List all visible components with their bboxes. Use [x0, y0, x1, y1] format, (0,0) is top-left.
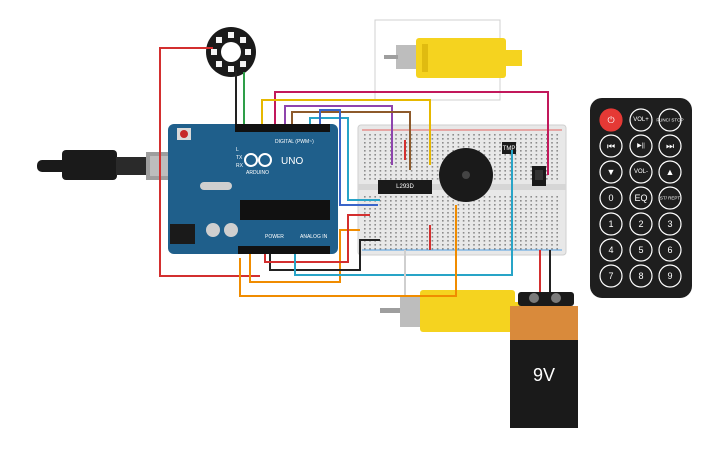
wire-red-2 — [264, 214, 370, 263]
remote-button-power[interactable]: ⏻ — [599, 108, 623, 132]
remote-button-label: 1 — [608, 219, 613, 229]
sensor-label: TMP — [503, 146, 516, 152]
wire-red — [159, 47, 260, 277]
remote-button-one[interactable]: 1 — [599, 212, 623, 236]
remote-button-down[interactable]: ▼ — [599, 160, 623, 184]
remote-button-rewind[interactable]: ⏮ — [599, 134, 623, 158]
remote-button-up[interactable]: ▲ — [658, 160, 682, 184]
usb-cable — [37, 150, 174, 180]
remote-button-label: 8 — [638, 271, 643, 281]
ir-remote: ⏻ VOL+ FUNC/ STOP ⏮ ▶|| ⏭ ▼ VOL- ▲ 0 EQ ST/ REPT 1 2 3… — [590, 98, 692, 298]
remote-button-label: ⏭ — [666, 141, 674, 151]
remote-button-label: VOL- — [634, 169, 648, 175]
remote-button-vol-up[interactable]: VOL+ — [629, 108, 653, 132]
remote-buttons: ⏻ VOL+ FUNC/ STOP ⏮ ▶|| ⏭ ▼ VOL- ▲ 0 EQ ST/ REPT 1 2 3… — [599, 108, 684, 288]
remote-button-zero[interactable]: 0 — [599, 186, 623, 210]
dc-motor-top — [374, 19, 522, 101]
remote-button-label: 2 — [638, 219, 643, 229]
wire-blue — [319, 109, 378, 206]
analog-pins-label: ANALOG IN — [300, 234, 328, 240]
remote-button-seven[interactable]: 7 — [599, 264, 623, 288]
remote-button-label: ⏮ — [607, 141, 615, 151]
arduino-brand-text: ARDUINO — [246, 170, 269, 176]
l-led-label: L — [236, 147, 239, 153]
remote-button-vol-down[interactable]: VOL- — [629, 160, 653, 184]
neopixel-led — [228, 32, 234, 38]
remote-button-label: ▶|| — [637, 143, 645, 149]
remote-button-st-rept[interactable]: ST/ REPT — [658, 186, 682, 210]
wire-yellow — [261, 99, 431, 165]
digital-pins-label: DIGITAL (PWM~) — [275, 139, 314, 145]
remote-button-label: 6 — [667, 245, 672, 255]
remote-button-label: VOL+ — [633, 117, 649, 123]
remote-button-five[interactable]: 5 — [629, 238, 653, 262]
wire-magenta — [274, 91, 549, 175]
ir-receiver — [532, 166, 546, 186]
remote-button-three[interactable]: 3 — [658, 212, 682, 236]
atmega-chip — [240, 200, 330, 220]
remote-button-label: ▼ — [607, 167, 616, 177]
wire-purple — [284, 105, 393, 165]
remote-button-label: EQ — [634, 193, 647, 203]
remote-button-two[interactable]: 2 — [629, 212, 653, 236]
driver-chip-label: L293D — [396, 184, 414, 190]
neopixel-led — [215, 36, 222, 43]
rx-label: RX — [236, 163, 244, 169]
remote-button-label: 7 — [608, 271, 613, 281]
remote-button-play-pause[interactable]: ▶|| — [629, 134, 653, 158]
neopixel-ring — [206, 27, 256, 77]
wire-orange — [249, 229, 360, 283]
remote-button-label: 3 — [667, 219, 672, 229]
remote-button-four[interactable]: 4 — [599, 238, 623, 262]
temperature-sensor: TMP — [502, 142, 516, 154]
neopixel-led — [245, 49, 251, 55]
wire-orange-2 — [239, 205, 457, 297]
remote-button-nine[interactable]: 9 — [658, 264, 682, 288]
remote-button-label: ST/ REPT — [660, 196, 681, 201]
remote-button-label: FUNC/ STOP — [656, 118, 683, 123]
arduino-uno-board: UNO ARDUINO DIGITAL (PWM~) POWER ANALOG … — [168, 124, 338, 254]
l293d-motor-driver: L293D — [378, 180, 432, 194]
power-jack — [170, 224, 195, 244]
remote-button-label: 4 — [608, 245, 613, 255]
arduino-logo-icon — [244, 153, 272, 167]
remote-button-eight[interactable]: 8 — [629, 264, 653, 288]
wire-cyan-2 — [294, 150, 513, 276]
power-pins-label: POWER — [265, 234, 284, 240]
neopixel-led — [240, 61, 247, 68]
piezo-buzzer — [439, 148, 493, 202]
remote-button-label: 9 — [667, 271, 672, 281]
remote-button-func-stop[interactable]: FUNC/ STOP — [656, 108, 684, 132]
wire-cyan — [309, 117, 380, 201]
wire-black-2 — [269, 239, 380, 271]
remote-button-label: ⏻ — [607, 115, 614, 125]
wires — [159, 47, 551, 297]
remote-button-forward[interactable]: ⏭ — [658, 134, 682, 158]
wire-brown — [291, 111, 411, 170]
neopixel-led — [228, 66, 234, 72]
remote-button-label: ▲ — [666, 167, 675, 177]
neopixel-led — [240, 36, 247, 43]
remote-button-eq[interactable]: EQ — [629, 186, 653, 210]
remote-button-label: 0 — [608, 193, 613, 203]
tx-label: TX — [236, 155, 243, 161]
uno-logo-text: UNO — [281, 156, 303, 167]
remote-button-six[interactable]: 6 — [658, 238, 682, 262]
neopixel-led — [215, 61, 222, 68]
battery-9v: 9V — [510, 292, 578, 428]
neopixel-led — [211, 49, 217, 55]
remote-button-label: 5 — [638, 245, 643, 255]
battery-label: 9V — [533, 365, 555, 385]
